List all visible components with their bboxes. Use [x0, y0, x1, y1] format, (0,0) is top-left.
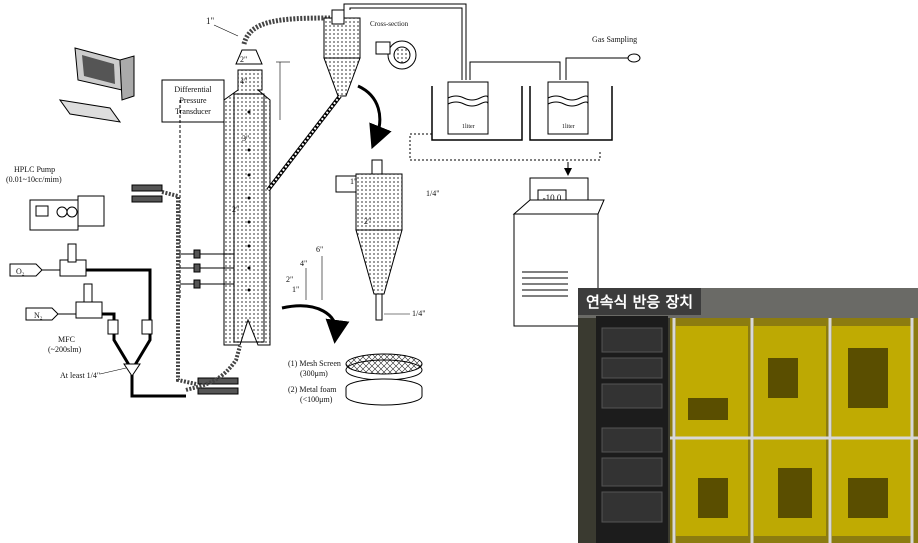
cyclone-top	[323, 9, 361, 97]
apparatus-photo-image	[578, 288, 918, 543]
label-gas-sampling: Gas Sampling	[592, 35, 637, 44]
blower-icon	[375, 40, 417, 70]
foam-label-1: (2) Metal foam	[288, 385, 337, 394]
dpt-label-3: Transducer	[175, 107, 211, 116]
cyclone-label-quarter-top: 1/4"	[426, 189, 440, 198]
label-cross-section: Cross-section	[370, 20, 409, 28]
mfc-label-1: MFC	[58, 335, 75, 344]
n2-inlet: N₂	[25, 283, 103, 321]
cyclone-label-quarter-bottom: 1/4"	[412, 309, 426, 318]
o2-inlet: O₂	[9, 243, 87, 277]
hplc-pump-icon	[29, 195, 105, 231]
preheater-1	[197, 377, 239, 385]
chiller-unit: -10.0	[512, 177, 605, 327]
label-4in-side: 4"	[300, 259, 307, 268]
column-dots	[247, 110, 251, 292]
pressure-transducer-box: Differential Pressure Transducer	[161, 79, 225, 123]
label-2in-side: 2"	[286, 275, 293, 284]
coolant-loop	[409, 133, 601, 161]
photo-title: 연속식 반응 장치	[578, 288, 702, 315]
computer-icon	[58, 47, 135, 123]
bottle-label-1: 1liter	[462, 124, 475, 130]
label-6in: 6"	[316, 245, 323, 254]
apparatus-photo: 연속식 반응 장치	[578, 288, 918, 543]
label-1in: 1"	[206, 16, 215, 26]
pressure-taps	[180, 249, 234, 289]
label-2in-mid: 2"	[232, 205, 239, 214]
feed-hose	[161, 190, 197, 386]
label-o2: O₂	[16, 267, 25, 276]
condenser-bath-2: 1liter	[529, 81, 613, 141]
condenser-bath-1: 1liter	[431, 81, 523, 141]
return-leg	[266, 94, 342, 192]
chiller-display: -10.0	[543, 193, 562, 203]
mesh-screen	[345, 353, 423, 381]
mfc-label-2: (~200slm)	[48, 345, 82, 354]
label-3in: 3"	[242, 134, 249, 143]
label-at-least: At least 1/4"	[60, 371, 100, 380]
cyclone-label-1in: 1"	[350, 177, 357, 186]
foam-label-2: (<100μm)	[300, 395, 333, 404]
riser-hose	[241, 15, 331, 45]
label-n2: N₂	[34, 311, 43, 320]
bottle-label-2: 1liter	[562, 124, 575, 130]
mesh-label-2: (300μm)	[300, 369, 328, 378]
metal-foam	[345, 378, 423, 406]
hplc-label-1: HPLC Pump	[14, 165, 55, 174]
cyclone-label-2in: 2"	[364, 217, 371, 226]
dpt-label-1: Differential	[174, 85, 212, 94]
sampling-valve	[627, 53, 641, 63]
gas-line-top	[343, 3, 467, 80]
reactor-column	[223, 49, 271, 346]
label-2in-top: 2"	[240, 55, 247, 64]
preheater-2	[197, 387, 239, 395]
hplc-label-2: (0.01~10cc/mim)	[6, 175, 62, 184]
label-4in-top: 4"	[240, 77, 247, 86]
heater-top	[131, 184, 163, 192]
cyclone-detail	[335, 159, 403, 321]
gas-line	[86, 268, 186, 398]
label-1in-side: 1"	[292, 285, 299, 294]
dpt-label-2: Pressure	[179, 96, 207, 105]
mesh-label-1: (1) Mesh Screen	[288, 359, 341, 368]
